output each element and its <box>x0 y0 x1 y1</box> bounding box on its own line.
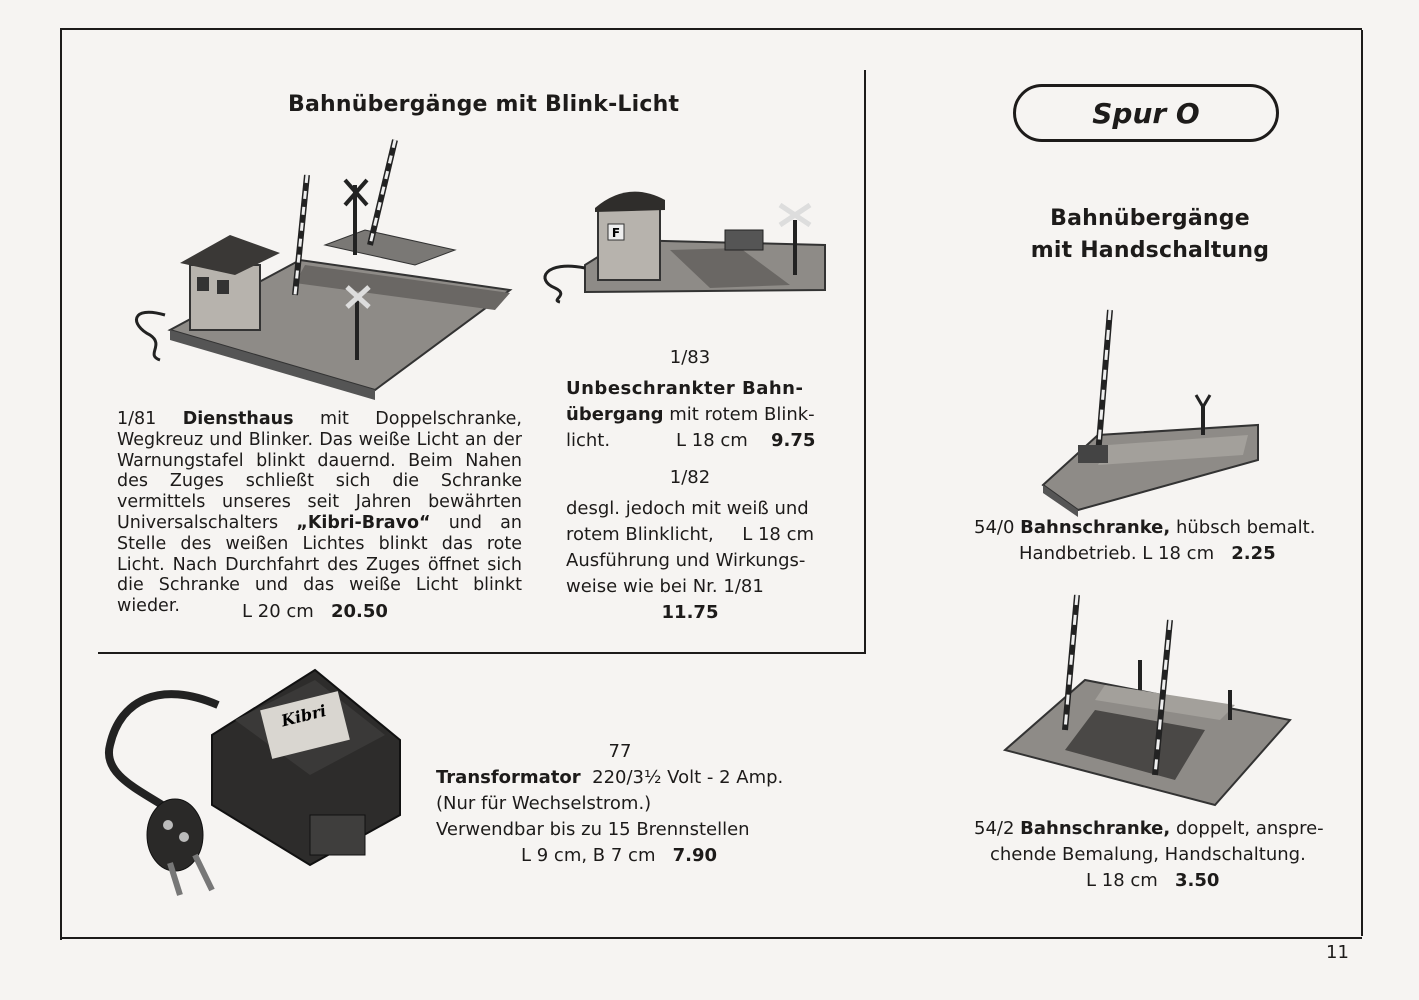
item-183-number: 1/83 <box>669 347 711 368</box>
product-image-183: F <box>543 191 826 304</box>
product-image-181 <box>135 139 513 400</box>
item-183-text: Unbeschrankter Bahn- übergang mit rotem … <box>566 376 826 454</box>
item-542-line2: chende Bemalung, Handschaltung. <box>990 844 1306 865</box>
item-181-brand: „Kibri-Bravo“ <box>296 512 431 533</box>
section-left-title: Bahnübergänge mit Blink-Licht <box>288 92 680 117</box>
item-77-line3: Verwendbar bis zu 15 Brennstellen <box>436 819 750 840</box>
item-182-text: desgl. jedoch mit weiß und rotem Blinkli… <box>566 496 826 626</box>
item-183-desc-line1: mit rotem Blink- <box>669 404 815 425</box>
item-183-name-line1: Unbeschrankter Bahn- <box>566 378 804 399</box>
item-540-desc: hübsch bemalt. <box>1175 517 1316 538</box>
item-181-price: 20.50 <box>330 601 388 622</box>
item-540-name: Bahnschranke, <box>1020 517 1171 538</box>
right-rule <box>1361 30 1363 936</box>
item-77-text: Transformator 220/3½ Volt - 2 Amp. (Nur … <box>436 765 836 869</box>
box-bottom-rule <box>98 652 866 654</box>
item-181-text: 1/81 Diensthaus mit Doppelschranke, Wegk… <box>117 409 522 617</box>
item-77-name: Transformator <box>436 767 581 788</box>
item-77-spec: 220/3½ Volt - 2 Amp. <box>592 767 784 788</box>
section-right-title: Bahnübergänge mit Handschaltung <box>1000 203 1300 267</box>
bottom-rule <box>62 937 1362 939</box>
item-542-desc: doppelt, anspre- <box>1175 818 1324 839</box>
item-542-text: 54/2 Bahnschranke, doppelt, anspre- chen… <box>974 816 1354 894</box>
item-183-price: 9.75 <box>771 430 816 451</box>
item-542-number: 54/2 <box>974 818 1015 839</box>
product-image-540 <box>1041 309 1259 517</box>
section-right-title-line2: mit Handschaltung <box>1030 238 1270 263</box>
item-182-price: 11.75 <box>661 602 719 623</box>
item-540-number: 54/0 <box>974 517 1015 538</box>
box-right-rule <box>864 70 866 654</box>
item-542-price: 3.50 <box>1174 870 1220 891</box>
item-77-size: L 9 cm, B 7 cm <box>521 845 656 866</box>
section-right-title-line1: Bahnübergänge <box>1050 206 1250 231</box>
page-number: 11 <box>1326 942 1349 963</box>
item-540-line2: Handbetrieb. L 18 cm <box>1019 543 1215 564</box>
item-183-desc-line2: licht. <box>566 430 611 451</box>
top-rule <box>60 28 1362 30</box>
item-183-size: L 18 cm <box>676 430 748 451</box>
item-77-number: 77 <box>608 741 632 762</box>
item-77-line2: (Nur für Wechselstrom.) <box>436 793 652 814</box>
item-181-desc2: und an Stelle des weißen Lichtes blinkt … <box>117 512 522 617</box>
spur-badge: Spur O <box>1013 84 1279 142</box>
item-182-line3: Ausführung und Wirkungs- <box>566 550 806 571</box>
item-181-desc: mit Doppelschranke, Wegkreuz und Blinker… <box>117 409 522 533</box>
item-183-name-line2: übergang <box>566 404 664 425</box>
item-182-number: 1/82 <box>669 467 711 488</box>
item-182-line4: weise wie bei Nr. 1/81 <box>566 576 764 597</box>
item-182-line2b: L 18 cm <box>742 524 814 545</box>
item-181-size: L 20 cm <box>242 601 314 622</box>
item-181-price-line: L 20 cm 20.50 <box>242 599 388 625</box>
item-77-price: 7.90 <box>672 845 718 866</box>
left-rule <box>60 28 62 940</box>
sign-letter: F <box>612 226 620 240</box>
product-image-542 <box>1002 594 1292 807</box>
item-542-size: L 18 cm <box>1086 870 1158 891</box>
item-182-line2a: rotem Blinklicht, <box>566 524 714 545</box>
item-181-name: Diensthaus <box>182 409 294 429</box>
item-540-text: 54/0 Bahnschranke, hübsch bemalt. Handbe… <box>974 515 1354 567</box>
product-image-77: Kibri <box>104 668 401 896</box>
item-540-price: 2.25 <box>1231 543 1276 564</box>
item-181-number: 1/81 <box>117 409 157 429</box>
item-182-line1: desgl. jedoch mit weiß und <box>566 498 809 519</box>
item-542-name: Bahnschranke, <box>1020 818 1171 839</box>
